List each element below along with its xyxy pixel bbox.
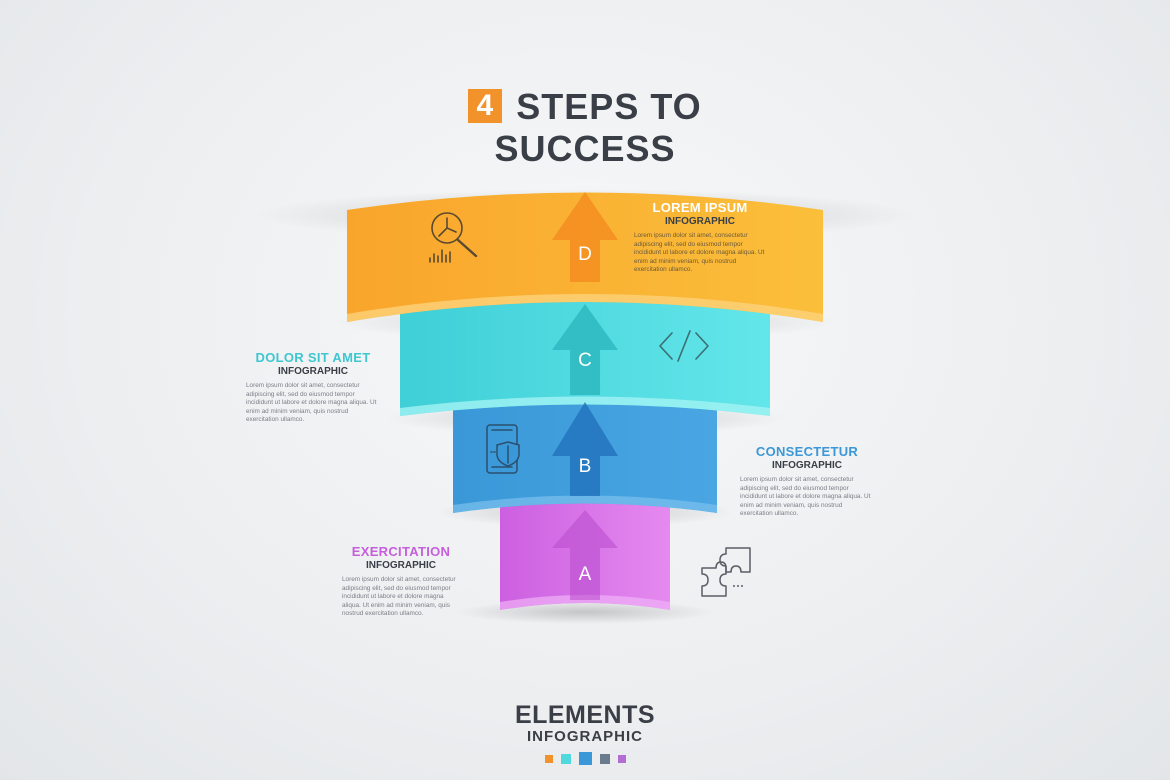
step-a-body: Lorem ipsum dolor sit amet, consectetur … [342,576,456,618]
step-b-arrow [552,402,618,496]
step-c-body: Lorem ipsum dolor sit amet, consectetur … [246,382,377,424]
title-number-badge: 4 [468,89,503,123]
step-b-letter: B [579,456,592,477]
title-text-1: STEPS TO [516,86,702,127]
step-b-heading: CONSECTETUR [755,444,859,459]
swatch-purple [617,754,626,763]
magnifier-pie-chart-icon [429,212,478,263]
swatch-slate [599,753,610,764]
title-line-1: 4 STEPS TO [0,86,1170,128]
step-c-arrow [552,304,618,395]
step-d-letter: D [578,244,592,265]
footer-brand-subtitle: INFOGRAPHIC [527,728,643,745]
step-d-arrow [552,192,618,282]
step-c-heading: DOLOR SIT AMET [255,350,371,365]
swatch-orange [544,754,553,763]
step-d-subheading: INFOGRAPHIC [665,216,735,227]
step-a-subheading: INFOGRAPHIC [366,560,436,571]
step-a-letter: A [579,564,592,585]
footer-brand-title: ELEMENTS [514,701,656,729]
mobile-shield-icon [486,424,520,474]
footer-brand: ELEMENTS INFOGRAPHIC [0,702,1170,765]
step-a-arrow [552,510,618,600]
step-a-heading: EXERCITATION [351,544,451,559]
step-b-text: CONSECTETUR INFOGRAPHIC Lorem ipsum dolo… [740,444,874,519]
step-d-heading: LOREM IPSUM [652,200,748,215]
swatch-blue [578,752,592,765]
step-d-text: LOREM IPSUM INFOGRAPHIC Lorem ipsum dolo… [634,200,766,275]
puzzle-pieces-icon [701,547,751,597]
swatch-cyan [560,753,571,764]
code-brackets-icon [659,330,709,362]
title-text-2: SUCCESS [494,128,676,169]
step-c-letter: C [578,350,592,371]
step-c-text: DOLOR SIT AMET INFOGRAPHIC Lorem ipsum d… [246,350,380,425]
page-title: 4 STEPS TO SUCCESS [0,86,1170,170]
color-swatches [0,752,1170,765]
step-b-body: Lorem ipsum dolor sit amet, consectetur … [740,476,871,518]
step-a-text: EXERCITATION INFOGRAPHIC Lorem ipsum dol… [342,544,460,619]
step-c-subheading: INFOGRAPHIC [278,366,348,377]
step-b-subheading: INFOGRAPHIC [772,460,842,471]
step-d-body: Lorem ipsum dolor sit amet, consectetur … [634,232,765,274]
